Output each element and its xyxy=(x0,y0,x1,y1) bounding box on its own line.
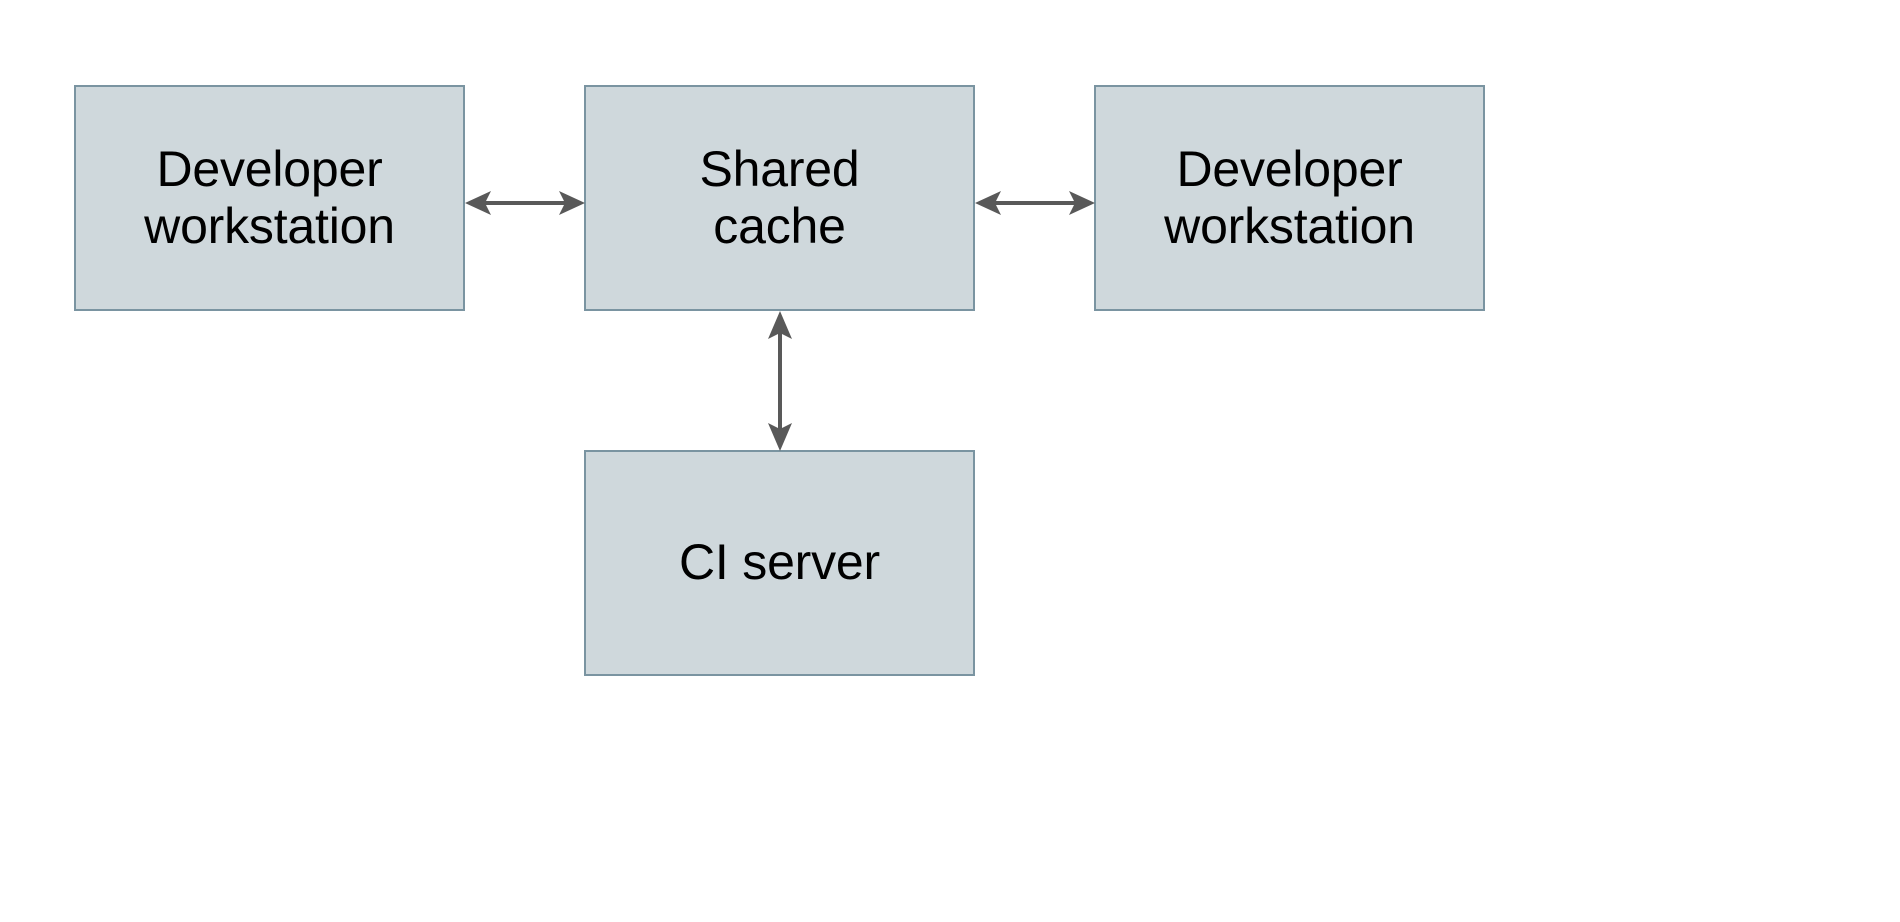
node-label-ci-server: CI server xyxy=(678,534,880,591)
double-arrow-vertical-icon xyxy=(768,311,792,451)
edge-shared-cache-to-developer-workstation-right[interactable] xyxy=(975,183,1095,223)
edge-developer-workstation-left-to-shared-cache[interactable] xyxy=(465,183,585,223)
node-label-developer-workstation-right: Developer workstation xyxy=(1164,140,1415,255)
edge-shared-cache-to-ci-server[interactable] xyxy=(760,311,800,451)
node-ci-server[interactable]: CI server xyxy=(584,450,975,676)
node-developer-workstation-right[interactable]: Developer workstation xyxy=(1094,85,1485,311)
node-developer-workstation-left[interactable]: Developer workstation xyxy=(74,85,465,311)
node-label-developer-workstation-left: Developer workstation xyxy=(144,140,395,255)
node-label-shared-cache: Shared cache xyxy=(699,140,860,255)
node-shared-cache[interactable]: Shared cache xyxy=(584,85,975,311)
double-arrow-horizontal-icon xyxy=(975,191,1095,215)
double-arrow-horizontal-icon xyxy=(465,191,585,215)
